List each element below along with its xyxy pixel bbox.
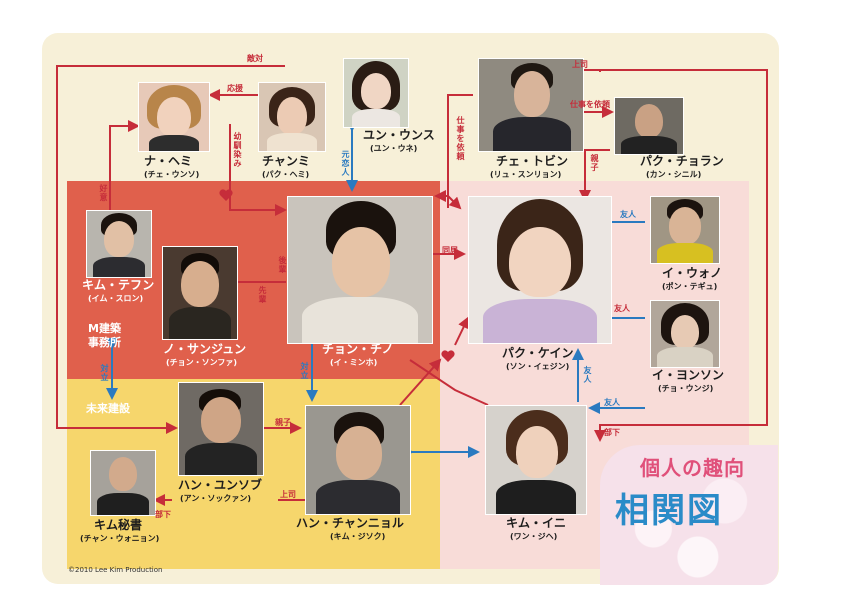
photo-i-uono — [650, 196, 720, 264]
actor-yun-unsu: (ユン・ウネ) — [370, 144, 418, 153]
rel-buka-ini: 部下 — [604, 428, 620, 437]
rel-oyako-top: 親子 — [590, 154, 599, 172]
actor-chon-chino: (イ・ミンホ) — [330, 358, 378, 367]
rel-tairitsu-right: 対立 — [300, 362, 309, 380]
org-mirai-construction: 未来建設 — [86, 402, 130, 415]
photo-han-yunsobu — [178, 382, 264, 476]
name-paku-kein: パク・ケイン — [502, 346, 574, 360]
rel-yuujin-ini: 友人 — [604, 398, 620, 407]
rel-oyako: 親子 — [275, 418, 291, 427]
photo-na-hemi — [138, 82, 210, 152]
rel-motokoibito: 元恋人 — [341, 150, 350, 177]
org-m-architecture-line1: M建築 — [88, 322, 121, 335]
actor-paku-choran: (カン・シニル) — [646, 170, 702, 179]
photo-i-yonson — [650, 300, 720, 368]
photo-che-tobin — [478, 58, 584, 152]
actor-i-uono: (ポン・テギュ) — [662, 282, 718, 291]
name-che-tobin: チェ・トビン — [496, 154, 569, 168]
rel-shigoto-irai: 仕事を依頼 — [570, 100, 610, 109]
actor-kim-ini: (ワン・ジヘ) — [510, 532, 558, 541]
rel-osananajimi: 幼馴染み — [233, 132, 242, 168]
actor-che-tobin: (リュ・スンリョン) — [490, 170, 562, 179]
name-na-hemi: ナ・ヘミ — [144, 154, 193, 168]
rel-senpai: 先輩 — [258, 286, 267, 304]
rel-tairitsu-left: 対立 — [100, 364, 109, 382]
name-chanmi: チャンミ — [262, 154, 310, 168]
photo-kim-secretary — [90, 450, 156, 516]
copyright: ©2010 Lee Kim Production — [68, 566, 163, 574]
name-han-yunsobu: ハン・ユンソブ — [178, 478, 263, 492]
actor-han-channyoru: (キム・ジソク) — [330, 532, 386, 541]
actor-i-yonson: (チョ・ウンジ) — [658, 384, 714, 393]
name-chon-chino: チョン・チノ — [322, 342, 394, 356]
photo-kim-ini — [485, 405, 587, 515]
photo-paku-choran — [614, 97, 684, 155]
actor-paku-kein: (ソン・イェジン) — [506, 362, 570, 371]
name-kim-ini: キム・イニ — [506, 516, 567, 530]
name-i-uono: イ・ウォノ — [662, 266, 723, 280]
heart-icon — [219, 189, 233, 201]
actor-no-sanjun: (チョン・ソンファ) — [166, 358, 238, 367]
rel-yuujin-kein: 友人 — [583, 366, 592, 384]
name-han-channyoru: ハン・チャンニョル — [296, 516, 404, 530]
actor-chanmi: (パク・ヘミ) — [262, 170, 310, 179]
title-subtitle: 個人の趣向 — [640, 456, 745, 480]
rel-shigoto-irai-vertical: 仕事を依頼 — [456, 116, 465, 161]
rel-tekitai: 敵対 — [247, 54, 263, 63]
rel-doukyo: 同居 — [442, 246, 458, 255]
actor-kim-secretary: (チャン・ウォニョン) — [80, 534, 160, 543]
name-paku-choran: パク・チョラン — [640, 154, 724, 168]
rel-ouen: 応援 — [227, 84, 243, 93]
rel-joshi: 上司 — [280, 490, 296, 499]
photo-kim-tefun — [86, 210, 152, 278]
name-kim-secretary: キム秘書 — [94, 518, 143, 532]
photo-chon-chino — [287, 196, 433, 344]
name-kim-tefun: キム・テフン — [82, 278, 155, 292]
rel-yuujin-uono: 友人 — [620, 210, 636, 219]
photo-paku-kein — [468, 196, 612, 344]
actor-kim-tefun: (イム・スロン) — [88, 294, 144, 303]
photo-no-sanjun — [162, 246, 238, 340]
heart-icon — [441, 350, 455, 362]
name-yun-unsu: ユン・ウンス — [363, 128, 435, 142]
org-m-architecture: M建築 事務所 — [88, 322, 121, 350]
actor-han-yunsobu: (アン・ソックァン) — [180, 494, 251, 503]
rel-joshi-top: 上司 — [572, 60, 588, 69]
actor-na-hemi: (チェ・ウンソ) — [144, 170, 200, 179]
title-main: 相関図 — [615, 491, 723, 531]
rel-koui: 好意 — [99, 184, 108, 202]
rel-yuujin-yonson: 友人 — [614, 304, 630, 313]
name-i-yonson: イ・ヨンソン — [652, 368, 725, 382]
org-m-architecture-line2: 事務所 — [88, 336, 121, 349]
flower-decoration — [600, 445, 778, 585]
rel-kouhai: 後輩 — [278, 256, 287, 274]
photo-yun-unsu — [343, 58, 409, 128]
photo-han-channyoru — [305, 405, 411, 515]
photo-chanmi — [258, 82, 326, 152]
name-no-sanjun: ノ・サンジュン — [163, 342, 247, 356]
rel-buka-secretary: 部下 — [155, 510, 171, 519]
